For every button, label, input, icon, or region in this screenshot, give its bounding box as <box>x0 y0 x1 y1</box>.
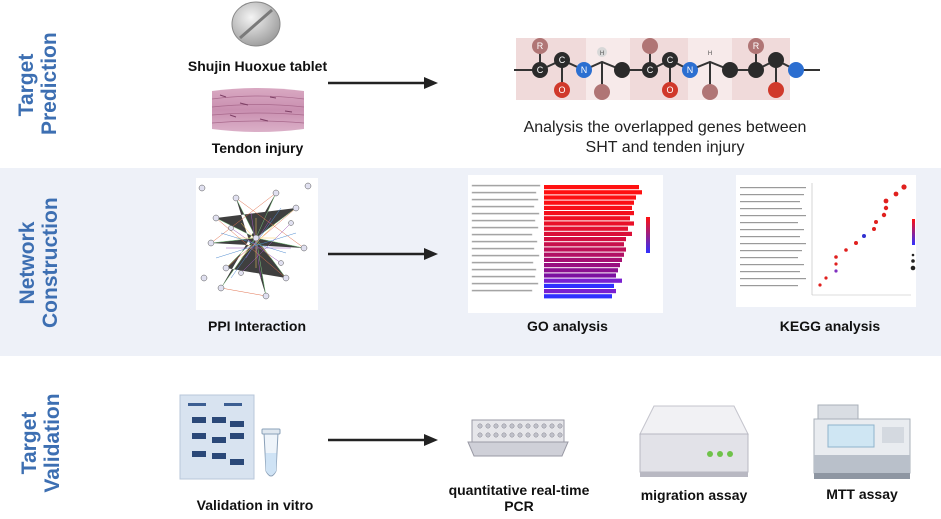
go-bar <box>544 211 634 216</box>
atom-label-c4: C <box>667 55 674 65</box>
go-bar <box>544 257 622 262</box>
atom-label-c3: C <box>647 65 654 75</box>
go-bar <box>544 221 634 226</box>
go-bar <box>544 263 620 268</box>
atom-label-r1: R <box>537 41 544 51</box>
arrow-validation <box>328 434 438 446</box>
migration-device-icon <box>639 405 749 477</box>
go-bar <box>544 205 632 210</box>
atom-label-c1: C <box>537 65 544 75</box>
tablet-icon <box>231 1 281 47</box>
pcr-label: quantitative real-time PCR <box>448 482 590 514</box>
arrow-prediction <box>328 77 438 89</box>
arrow-network <box>328 248 438 260</box>
vitro-label: Validation in vitro <box>196 497 314 513</box>
stage-label-network: Network Construction <box>16 197 62 328</box>
atom-label-n1: N <box>581 65 588 75</box>
go-bar <box>544 268 618 273</box>
atom-label-n2: N <box>687 65 694 75</box>
atom-label-h2: H <box>708 51 712 57</box>
go-bar <box>544 216 630 221</box>
go-bar <box>544 185 639 190</box>
go-bar <box>544 283 614 288</box>
go-bar <box>544 195 636 200</box>
go-label: GO analysis <box>527 318 608 334</box>
go-analysis-chart <box>468 175 663 313</box>
go-bar <box>544 252 624 257</box>
atom-label-h1: H <box>600 51 604 57</box>
atom-label-c2: C <box>559 55 566 65</box>
pcr-plate-icon <box>467 419 569 457</box>
migration-label: migration assay <box>640 487 748 503</box>
go-bar <box>544 247 626 252</box>
ppi-network-image <box>196 178 318 310</box>
tablet-label: Shujin Huoxue tablet <box>187 58 328 74</box>
go-bar <box>544 273 616 278</box>
tendon-tissue-image <box>211 88 305 132</box>
atom-label-o1: O <box>558 85 565 95</box>
ppi-label: PPI Interaction <box>207 318 307 334</box>
mtt-label: MTT assay <box>826 486 898 502</box>
western-blot-icon <box>179 394 281 480</box>
prediction-caption: Analysis the overlapped genes between SH… <box>523 119 807 156</box>
go-bars <box>544 185 642 299</box>
go-bar <box>544 226 628 231</box>
stage-label-validation: Target Validation <box>18 393 64 493</box>
go-bar <box>544 231 632 236</box>
kegg-analysis-chart <box>736 175 916 307</box>
go-bar <box>544 190 642 195</box>
mtt-reader-icon <box>813 404 911 479</box>
go-bar <box>544 200 634 205</box>
peptide-chain-diagram: R C C O N H C C O N H R <box>514 38 820 100</box>
go-bar <box>544 294 612 299</box>
atom-label-o2: O <box>666 85 673 95</box>
go-bar <box>544 237 626 242</box>
stage-label-prediction: Target Prediction <box>15 32 61 135</box>
go-bar <box>544 289 616 294</box>
go-bar <box>544 278 622 283</box>
atom-label-r2: R <box>753 41 760 51</box>
tissue-label: Tendon injury <box>211 140 304 156</box>
go-bar <box>544 242 624 247</box>
kegg-label: KEGG analysis <box>779 318 881 334</box>
